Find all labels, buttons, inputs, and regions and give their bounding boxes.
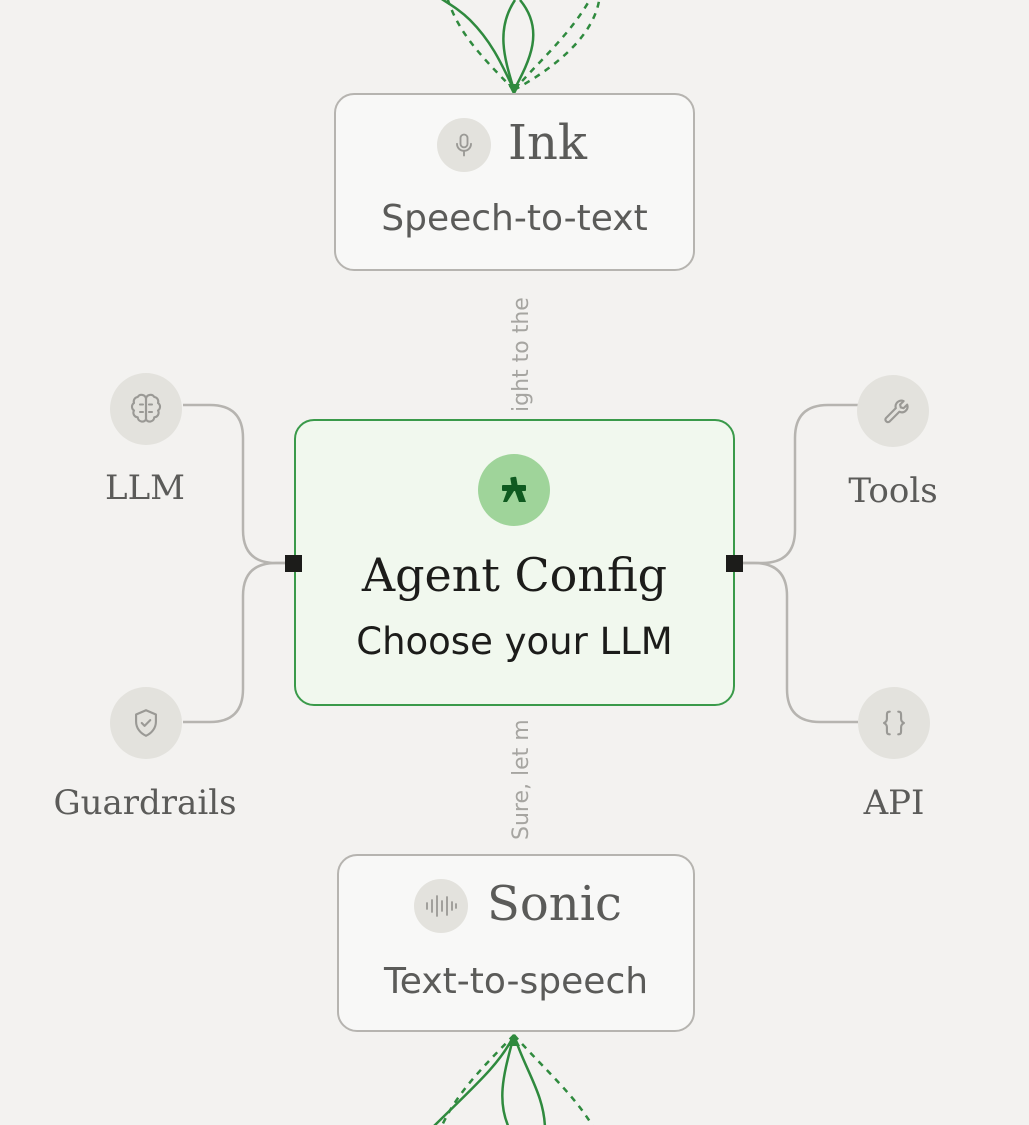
tools-connector xyxy=(735,403,858,565)
api-connector xyxy=(735,561,858,724)
braces-icon[interactable] xyxy=(858,687,930,759)
edge-label-top: ight to the xyxy=(509,297,534,412)
wrench-icon[interactable] xyxy=(857,375,929,447)
ink-node[interactable]: Ink Speech-to-text xyxy=(334,93,695,271)
api-label: API xyxy=(863,783,925,823)
bottom-flow-arrow xyxy=(508,1034,520,1046)
guardrails-label: Guardrails xyxy=(53,783,237,823)
sonic-title: Sonic xyxy=(487,876,622,932)
brain-icon[interactable] xyxy=(110,373,182,445)
bottom-flow-lines xyxy=(433,1034,594,1125)
agent-config-title: Agent Config xyxy=(361,548,668,602)
guardrails-connector xyxy=(183,561,294,724)
llm-connector xyxy=(183,403,294,565)
shield-check-icon[interactable] xyxy=(110,687,182,759)
microphone-icon xyxy=(437,118,491,172)
llm-label: LLM xyxy=(105,468,185,508)
sonic-node[interactable]: Sonic Text-to-speech xyxy=(337,854,695,1032)
top-flow-arrow xyxy=(508,84,520,96)
waveform-icon xyxy=(414,879,468,933)
right-handle[interactable] xyxy=(726,555,743,572)
ink-subtitle: Speech-to-text xyxy=(381,198,648,239)
edge-label-bottom: Sure, let m xyxy=(509,719,534,840)
agent-logo-icon xyxy=(478,454,550,526)
agent-config-subtitle: Choose your LLM xyxy=(356,620,673,663)
tools-label: Tools xyxy=(848,471,938,511)
ink-title: Ink xyxy=(508,115,587,171)
top-flow-lines xyxy=(440,0,601,92)
left-handle[interactable] xyxy=(285,555,302,572)
sonic-subtitle: Text-to-speech xyxy=(383,961,649,1002)
